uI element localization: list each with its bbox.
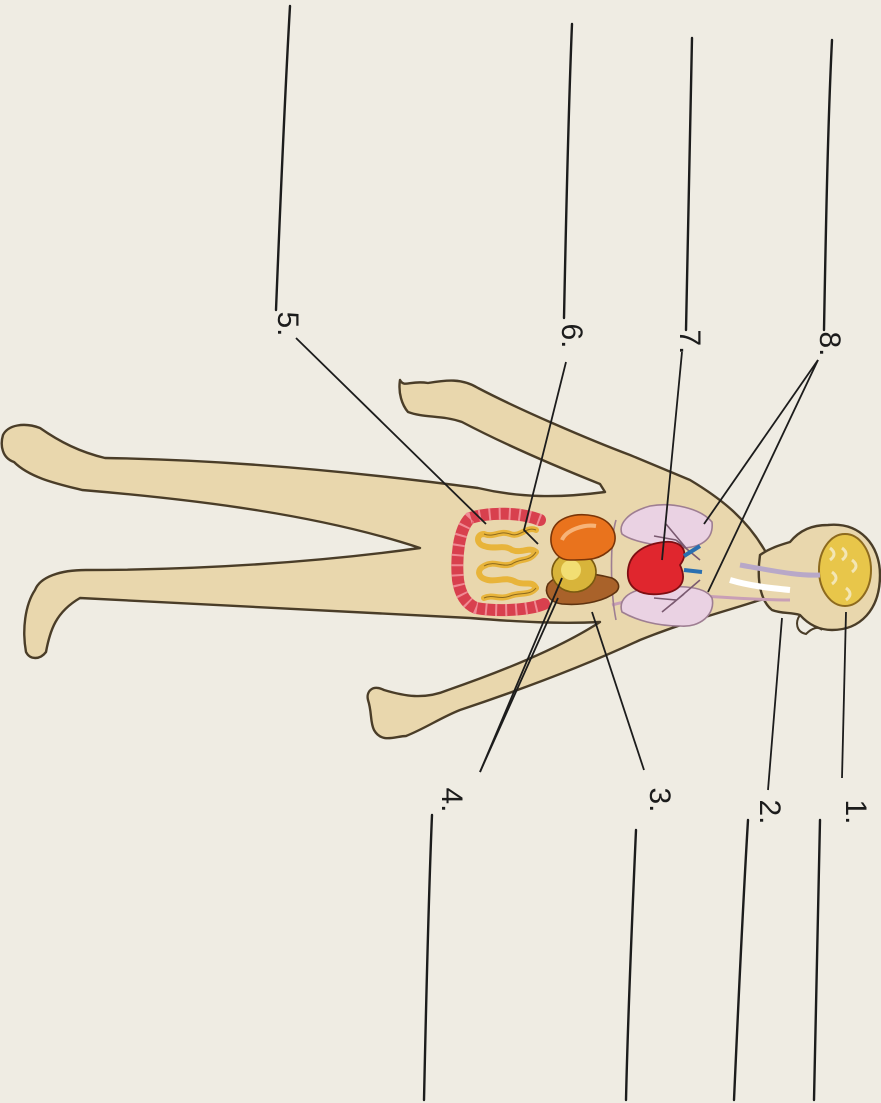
label-3: 3.: [643, 787, 676, 812]
gallbladder-highlight: [561, 560, 581, 580]
label-4: 4.: [435, 787, 468, 812]
label-2: 2.: [753, 799, 786, 824]
stomach: [551, 515, 615, 560]
label-6: 6.: [555, 323, 588, 348]
label-7: 7.: [673, 329, 706, 354]
label-1: 1.: [839, 799, 872, 824]
label-5: 5.: [271, 311, 304, 336]
brain: [819, 534, 871, 606]
label-8: 8.: [813, 331, 846, 356]
